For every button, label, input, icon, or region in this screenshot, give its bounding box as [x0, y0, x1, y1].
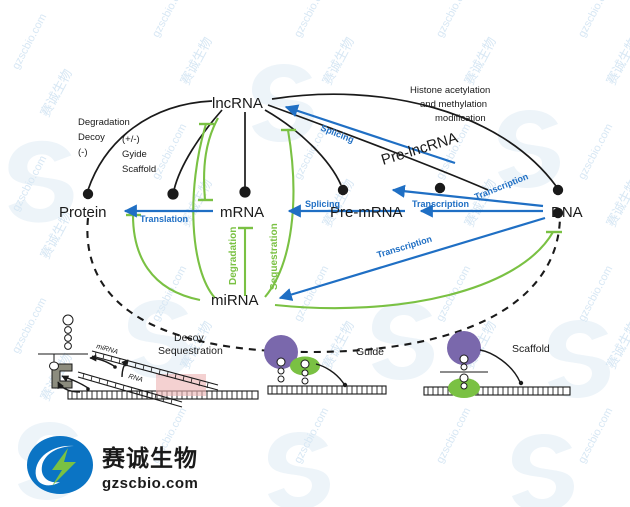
annotation-scaffold: Scaffold [122, 164, 156, 175]
node-mirna: miRNA [211, 292, 259, 309]
panel-decoy-sequestration: miRNA RNA Decoy Sequestration [38, 314, 259, 408]
guide-dna-strand [267, 385, 387, 395]
dashed-boundary-curve [86, 214, 562, 354]
guide-pointer-dot [342, 382, 348, 388]
edge-terminal-dots [82, 182, 564, 219]
annotation-decoy: Decoy [78, 132, 105, 143]
node-dna: DNA [551, 204, 583, 221]
annotation-left-block: Degradation Decoy (-) [78, 117, 130, 158]
annotation-histone-block: Histone acetylation and methylation modi… [410, 85, 490, 124]
edge-label-transcription-mirna: Transcription [376, 234, 433, 260]
decoy-rna-label: RNA [127, 373, 143, 384]
logo-bolt-green [52, 448, 76, 486]
edge-label-splicing-lncrna: Splicing [319, 123, 355, 145]
panel-scaffold: Scaffold [423, 331, 571, 398]
scaffold-protein-purple [447, 331, 481, 365]
decoy-arrow-dots [86, 365, 117, 391]
edge-label-transcription-premrna: Transcription [412, 199, 469, 209]
guide-bead-chain [276, 357, 310, 385]
scaffold-bead-chain [459, 354, 469, 390]
panel-guide: Guide [264, 335, 387, 395]
annotation-guide: Gyide [122, 149, 147, 160]
decoy-arrows [57, 354, 129, 393]
scaffold-pointer-arrow [479, 349, 521, 383]
guide-protein-purple [264, 335, 298, 369]
scaffold-dna-strand [423, 386, 571, 396]
decoy-mirna-label: miRNA [95, 343, 119, 356]
panel-title-scaffold: Scaffold [512, 343, 550, 355]
panel-title-decoy: Decoy [174, 332, 205, 344]
decoy-rna-strand [77, 371, 183, 408]
panel-title-sequestration: Sequestration [158, 345, 223, 357]
node-mrna: mRNA [220, 204, 264, 221]
green-inhibition-edges [131, 117, 554, 310]
annotation-mid-block: (+/-) Gyide Scaffold [122, 134, 156, 175]
logo-swoosh-white [35, 445, 74, 486]
decoy-highlight-region [156, 374, 206, 396]
annotation-histone-1: Histone acetylation [410, 85, 490, 96]
edge-label-translation: Translation [140, 214, 188, 224]
guide-pointer-arrow [315, 363, 345, 385]
brand-logo: 赛诚生物 gzscbio.com [27, 436, 198, 494]
annotation-histone-3: modification [435, 113, 486, 124]
annotation-plusminus: (+/-) [122, 134, 140, 145]
edge-label-splicing-mrna: Splicing [305, 199, 340, 209]
logo-brand-url: gzscbio.com [102, 475, 198, 492]
annotation-histone-2: and methylation [420, 99, 487, 110]
node-lncrna: lncRNA [212, 95, 263, 112]
decoy-bead-chain [38, 314, 88, 371]
panel-title-guide: Guide [356, 346, 384, 358]
blue-process-arrows [123, 104, 546, 301]
node-premrna: Pre-mRNA [330, 204, 403, 221]
edge-label-sequestration: Sequestration [269, 223, 280, 290]
scaffold-pointer-dot [518, 380, 524, 386]
annotation-degradation: Degradation [78, 117, 130, 128]
annotation-minus: (-) [78, 147, 88, 158]
edge-label-degradation: Degradation [228, 227, 239, 285]
node-protein: Protein [59, 204, 107, 221]
lncrna-black-edges [87, 93, 557, 191]
logo-brand-cn: 赛诚生物 [101, 445, 198, 472]
